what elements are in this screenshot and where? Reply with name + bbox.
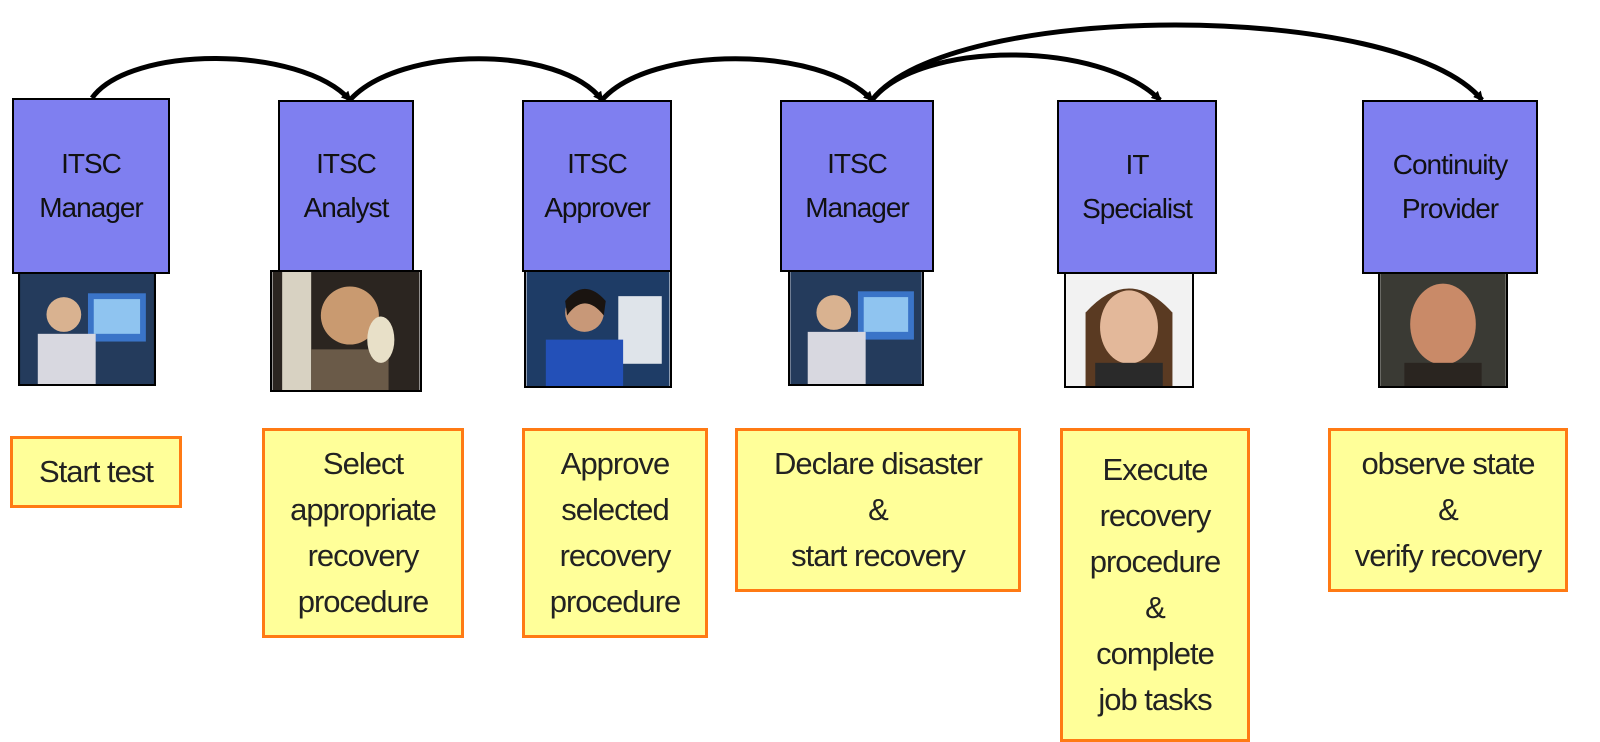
smiling-man-with-phone-photo: [270, 270, 422, 392]
role-label-line: ITSC: [316, 148, 377, 179]
task-box-execute-procedure: Execute recovery procedure & complete jo…: [1060, 428, 1250, 742]
task-box-select-procedure: Select appropriate recovery procedure: [262, 428, 464, 638]
role-label-line: Provider: [1401, 193, 1499, 224]
task-line: &: [1145, 590, 1166, 625]
arrow-manager-to-provider: [870, 22, 1484, 102]
role-label-line: Analyst: [303, 192, 390, 223]
task-line: verify recovery: [1354, 538, 1543, 573]
task-line: selected: [561, 492, 669, 527]
task-line: &: [1438, 492, 1459, 527]
role-label-line: Approver: [544, 192, 651, 223]
role-label-line: IT: [1125, 149, 1150, 180]
arrow-manager-to-analyst: [89, 56, 352, 102]
task-line: job tasks: [1098, 682, 1212, 717]
task-line: Execute: [1102, 452, 1208, 487]
task-box-approve-procedure: Approve selected recovery procedure: [522, 428, 708, 638]
role-label-line: Specialist: [1082, 193, 1193, 224]
task-line: appropriate: [290, 492, 437, 527]
task-line: Select: [322, 446, 404, 481]
task-box-start-test: Start test: [10, 436, 182, 508]
role-label-line: Manager: [805, 192, 910, 223]
smiling-woman-photo: [1064, 272, 1194, 388]
role-label-line: ITSC: [567, 148, 628, 179]
role-box-itsc-approver: ITSC Approver: [522, 100, 672, 272]
task-box-declare-disaster: Declare disaster & start recovery: [735, 428, 1021, 592]
task-line: Approve: [560, 446, 670, 481]
role-label-line: Continuity: [1392, 149, 1509, 180]
man-on-phone-at-computer-photo: [788, 270, 924, 386]
task-line: recovery: [1099, 498, 1212, 533]
task-line: Declare disaster: [774, 446, 983, 481]
role-label-line: ITSC: [827, 148, 888, 179]
role-box-it-specialist: IT Specialist: [1057, 100, 1217, 274]
arrow-analyst-to-approver: [348, 56, 604, 102]
task-line: procedure: [1089, 544, 1222, 579]
role-box-itsc-manager: ITSC Manager: [12, 98, 170, 274]
task-line: procedure: [297, 584, 430, 619]
task-line: observe state: [1361, 446, 1535, 481]
task-line: recovery: [307, 538, 420, 573]
arrow-manager-to-specialist: [870, 52, 1162, 102]
task-line: start recovery: [791, 538, 966, 573]
task-line: complete: [1096, 636, 1215, 671]
task-box-observe-state: observe state & verify recovery: [1328, 428, 1568, 592]
man-on-phone-at-computer-photo: [18, 272, 156, 386]
bald-man-photo: [1378, 272, 1508, 388]
task-line: Start test: [38, 454, 154, 489]
task-line: &: [868, 492, 889, 527]
task-line: procedure: [549, 584, 682, 619]
role-box-itsc-manager-2: ITSC Manager: [780, 100, 934, 272]
role-box-itsc-analyst: ITSC Analyst: [278, 100, 414, 272]
arrow-approver-to-manager: [600, 56, 874, 102]
role-label-line: Manager: [39, 192, 144, 223]
task-line: recovery: [559, 538, 672, 573]
woman-with-headset-photo: [524, 270, 672, 388]
role-label-line: ITSC: [61, 148, 122, 179]
